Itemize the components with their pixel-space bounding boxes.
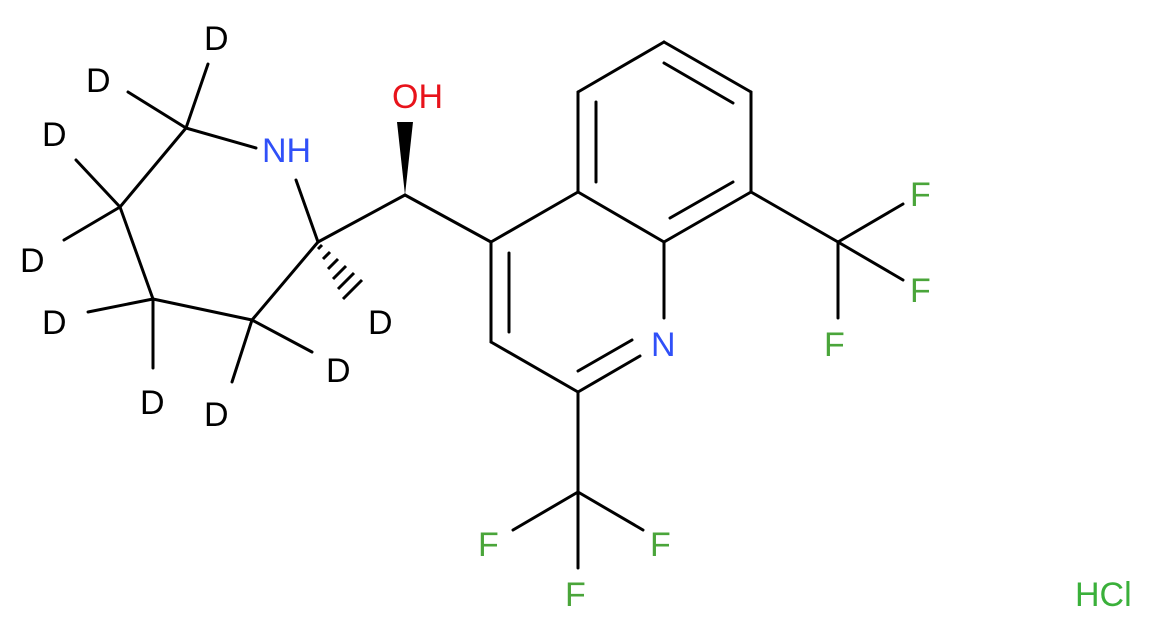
bond-d5 bbox=[86, 297, 155, 314]
bond-d1 bbox=[184, 62, 210, 130]
bond-c5-c6 bbox=[576, 40, 666, 94]
bond-c2q-n bbox=[576, 354, 642, 394]
deuterium-label: D bbox=[42, 116, 67, 154]
bond-cf3a-f2 bbox=[836, 240, 905, 282]
bond-cf3a-f1 bbox=[836, 202, 905, 244]
bond-c2q-n-inner bbox=[576, 338, 634, 373]
bond-n-c6 bbox=[184, 126, 258, 150]
wedge-bond-oh bbox=[397, 122, 413, 195]
bond-c6-c5 bbox=[118, 126, 188, 209]
bond-c3q-c2q bbox=[489, 340, 580, 394]
bond-d8 bbox=[250, 318, 314, 354]
deuterium-label: D bbox=[42, 304, 67, 342]
bond-d7 bbox=[230, 318, 254, 384]
bond-c8a-c4a bbox=[576, 190, 666, 244]
deuterium-label: D bbox=[140, 384, 165, 422]
fluorine-label: F bbox=[824, 326, 845, 364]
bond-c6-c7-inner bbox=[662, 61, 735, 105]
deuterium-label: D bbox=[326, 352, 351, 390]
oxygen-label: OH bbox=[392, 78, 443, 116]
fluorine-label: F bbox=[910, 272, 931, 310]
fluorine-label: F bbox=[565, 576, 586, 614]
bond-c2-carbinol bbox=[316, 193, 407, 244]
bond-c5-c4 bbox=[118, 205, 155, 301]
deuterium-label: D bbox=[204, 20, 229, 58]
bond-c8-c8a bbox=[662, 190, 753, 244]
quinoline-nitrogen-label: N bbox=[651, 326, 676, 364]
bond-c3-c2 bbox=[250, 240, 320, 322]
deuterium-label: D bbox=[204, 396, 229, 434]
amine-nitrogen-label: NH bbox=[262, 132, 311, 170]
hcl-label: HCl bbox=[1075, 576, 1132, 614]
bond-d2 bbox=[126, 90, 188, 130]
deuterium-label: D bbox=[86, 62, 111, 100]
bond-carbinol-c4 bbox=[403, 193, 493, 244]
deuterium-label: D bbox=[368, 304, 393, 342]
fluorine-label: F bbox=[910, 176, 931, 214]
bond-cf3b-f2 bbox=[576, 490, 645, 532]
bond-c8-c8a-inner bbox=[668, 180, 735, 220]
bond-c2-n bbox=[294, 178, 320, 244]
fluorine-label: F bbox=[650, 526, 671, 564]
bond-c4a-c4 bbox=[489, 190, 580, 244]
bond-c8-cf3 bbox=[749, 190, 840, 244]
bonds bbox=[62, 40, 905, 570]
fluorine-label: F bbox=[478, 526, 499, 564]
hashed-bond-c2-d bbox=[316, 243, 364, 301]
bond-c4-c3 bbox=[151, 297, 254, 322]
bond-cf3b-f1 bbox=[511, 490, 580, 532]
bond-d3 bbox=[74, 158, 122, 209]
bond-c6-c7 bbox=[662, 40, 753, 94]
bond-d4 bbox=[62, 205, 122, 242]
deuterium-label: D bbox=[20, 242, 45, 280]
